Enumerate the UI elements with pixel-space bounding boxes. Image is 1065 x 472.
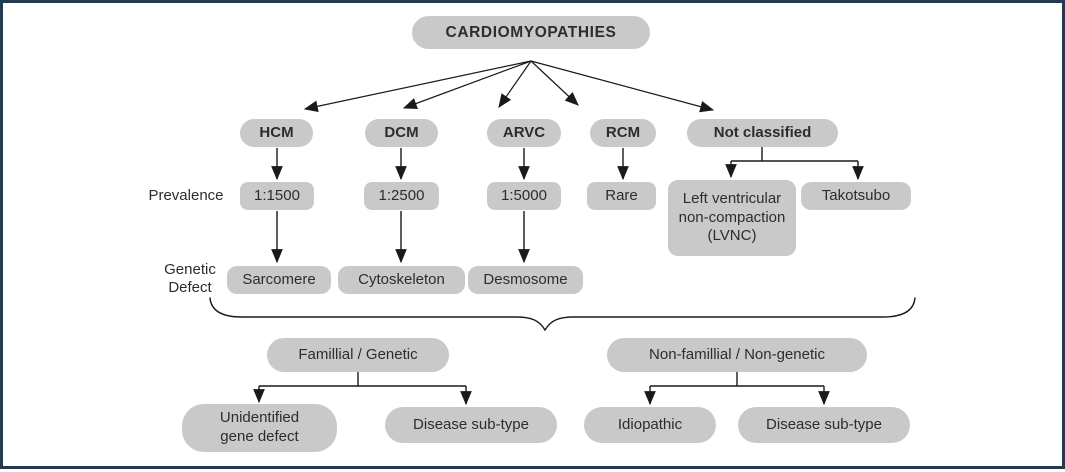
prevalence-to-genetic-arrows xyxy=(271,211,530,264)
node-prevalence-rcm: Rare xyxy=(587,182,656,210)
fan-arrows xyxy=(303,60,715,113)
node-rcm: RCM xyxy=(590,119,656,147)
node-disease-subtype-non-familial: Disease sub-type xyxy=(738,407,910,443)
non-familial-branch xyxy=(644,372,830,406)
node-not-classified: Not classified xyxy=(687,119,838,147)
node-cardiomyopathies: CARDIOMYOPATHIES xyxy=(412,16,650,49)
familial-branch xyxy=(253,372,472,406)
node-prevalence-arvc: 1:5000 xyxy=(487,182,561,210)
node-cytoskeleton: Cytoskeleton xyxy=(338,266,465,294)
category-to-prevalence-arrows xyxy=(271,148,629,181)
grouping-brace xyxy=(209,297,916,332)
row-label-prevalence: Prevalence xyxy=(148,187,224,204)
node-hcm: HCM xyxy=(240,119,313,147)
node-dcm: DCM xyxy=(365,119,438,147)
node-lvnc: Left ventricular non-compaction (LVNC) xyxy=(668,180,796,256)
node-arvc: ARVC xyxy=(487,119,561,147)
node-idiopathic: Idiopathic xyxy=(584,407,716,443)
node-disease-subtype-familial: Disease sub-type xyxy=(385,407,557,443)
node-sarcomere: Sarcomere xyxy=(227,266,331,294)
not-classified-branch xyxy=(725,147,864,181)
node-prevalence-dcm: 1:2500 xyxy=(364,182,439,210)
node-unidentified-gene-defect: Unidentified gene defect xyxy=(182,404,337,452)
node-prevalence-hcm: 1:1500 xyxy=(240,182,314,210)
node-non-familial-non-genetic: Non-famillial / Non-genetic xyxy=(607,338,867,372)
node-familial-genetic: Famillial / Genetic xyxy=(267,338,449,372)
node-takotsubo: Takotsubo xyxy=(801,182,911,210)
node-desmosome: Desmosome xyxy=(468,266,583,294)
row-label-genetic-defect: Genetic Defect xyxy=(164,261,216,296)
